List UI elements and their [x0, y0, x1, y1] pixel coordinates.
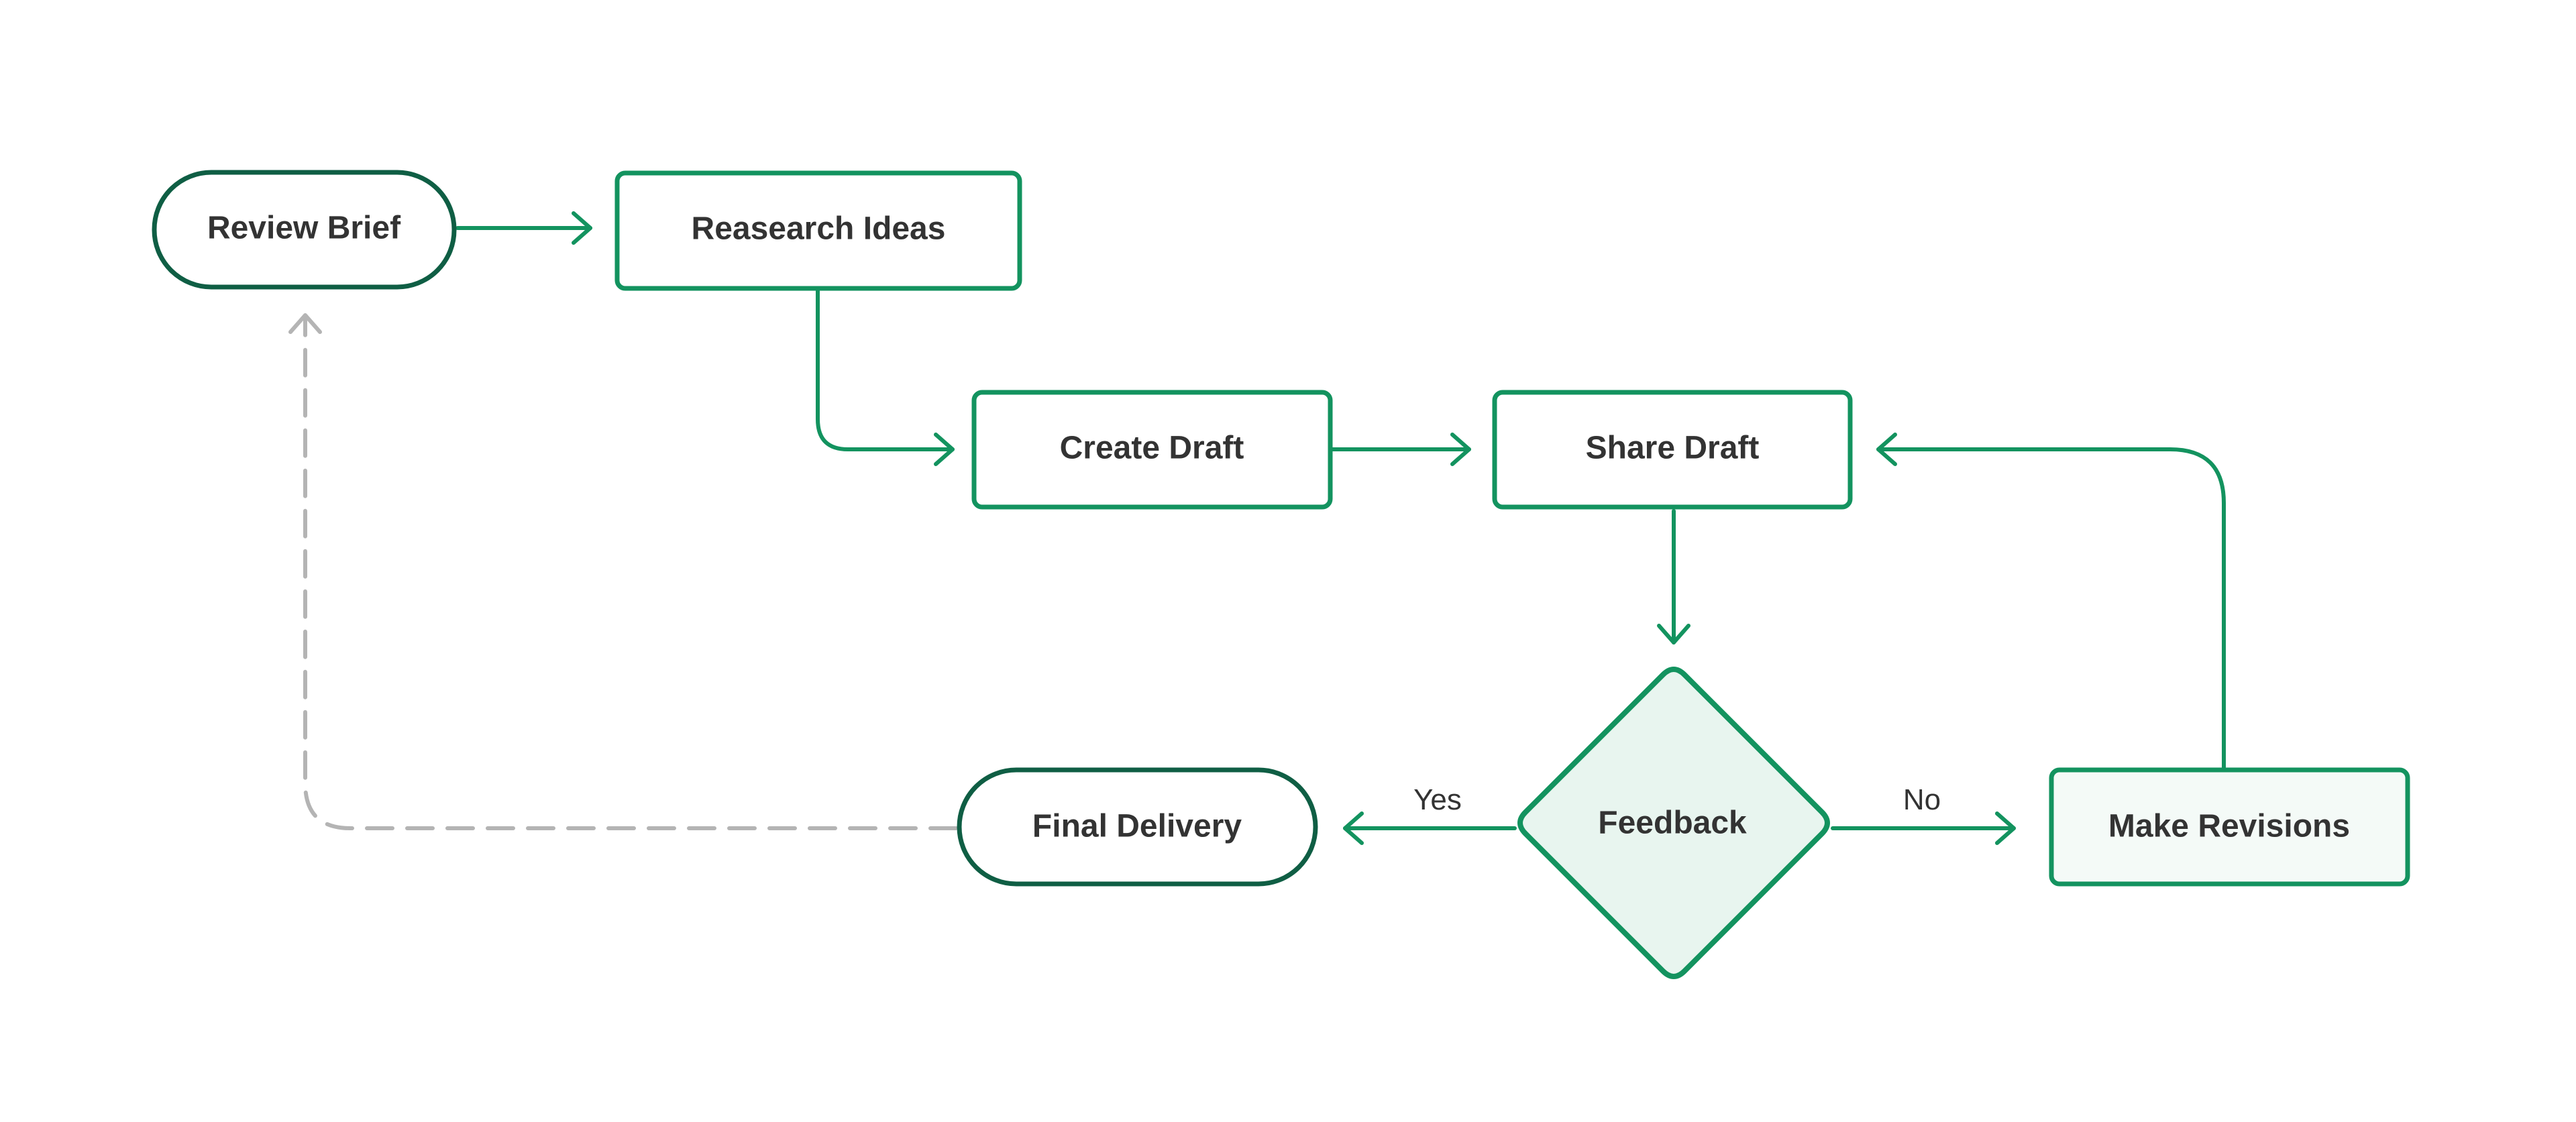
node-share-draft-label: Share Draft	[1586, 431, 1760, 466]
node-create-draft: Create Draft	[971, 390, 1333, 510]
node-make-revisions: Make Revisions	[2049, 767, 2410, 887]
arrowhead-final	[1343, 811, 1364, 845]
arrowhead-share	[1450, 433, 1471, 466]
arrowhead-review-dashed	[288, 313, 322, 334]
node-final-delivery-label: Final Delivery	[1032, 809, 1242, 844]
arrowhead-research	[572, 211, 592, 245]
node-share-draft: Share Draft	[1492, 390, 1853, 510]
edge-research-to-create	[816, 288, 955, 451]
arrowhead-create	[934, 433, 955, 466]
arrowhead-share-loop	[1876, 433, 1897, 466]
node-feedback: Feedback	[1517, 667, 1830, 979]
edge-revisions-to-share	[1876, 447, 2226, 771]
node-research-ideas-label: Reasearch Ideas	[692, 211, 946, 247]
edge-label-no: No	[1903, 783, 1941, 816]
arrowhead-feedback	[1657, 624, 1690, 644]
node-feedback-label: Feedback	[1598, 805, 1747, 841]
node-final-delivery: Final Delivery	[957, 767, 1318, 887]
node-research-ideas: Reasearch Ideas	[614, 170, 1022, 291]
connectors	[288, 211, 2226, 845]
node-review-brief: Review Brief	[152, 170, 457, 290]
node-create-draft-label: Create Draft	[1060, 431, 1244, 466]
edge-label-yes: Yes	[1413, 783, 1462, 816]
node-review-brief-label: Review Brief	[207, 211, 401, 246]
arrowhead-revisions	[1995, 811, 2016, 845]
node-make-revisions-label: Make Revisions	[2108, 809, 2350, 844]
edge-final-to-review-dashed	[303, 317, 958, 830]
